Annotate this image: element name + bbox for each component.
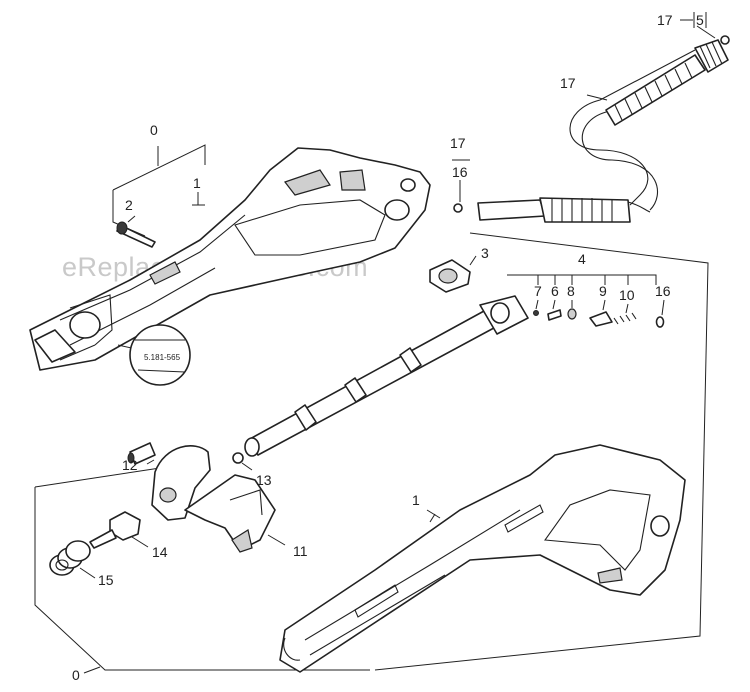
pin-12 xyxy=(127,442,156,465)
lance-tube xyxy=(244,295,529,457)
valve-parts xyxy=(533,308,665,328)
leader-lines xyxy=(79,19,716,579)
assembly-outline-top xyxy=(112,144,206,237)
callout-17-top: 17 xyxy=(657,12,673,28)
callout-4: 4 xyxy=(578,251,586,267)
callout-17-hose: 17 xyxy=(560,75,576,91)
o-ring-16-upper xyxy=(453,203,463,213)
assembly-outline-bottom xyxy=(34,232,709,671)
inset-detail: 5.181-565 xyxy=(117,324,191,386)
spring-15 xyxy=(49,540,91,576)
callout-10: 10 xyxy=(619,287,635,303)
callout-7: 7 xyxy=(534,283,542,299)
callout-3: 3 xyxy=(481,245,489,261)
nozzle-nut xyxy=(429,259,471,293)
handle-half-left xyxy=(29,147,431,371)
hose xyxy=(569,35,730,211)
valve-stem-14 xyxy=(89,511,141,549)
callout-16-left: 16 xyxy=(452,164,468,180)
handle-half-right xyxy=(279,444,686,673)
callout-0-bottom: 0 xyxy=(72,667,80,683)
callout-16-right: 16 xyxy=(655,283,671,299)
callout-8: 8 xyxy=(567,283,575,299)
callout-2: 2 xyxy=(125,197,133,213)
callout-0-top: 0 xyxy=(150,122,158,138)
callout-labels: 0 1 2 3 4 7 6 8 9 10 16 17 16 17 17 5 12… xyxy=(72,12,704,683)
callout-1-top: 1 xyxy=(193,175,201,191)
callout-17-mid: 17 xyxy=(450,135,466,151)
callout-14: 14 xyxy=(152,544,168,560)
o-ring-13 xyxy=(232,452,244,464)
trigger-lock xyxy=(151,445,276,553)
inset-label: 5.181-565 xyxy=(144,353,181,362)
callout-5: 5 xyxy=(696,12,704,28)
callout-9: 9 xyxy=(599,283,607,299)
hose-end-fitting xyxy=(477,197,651,223)
callout-6: 6 xyxy=(551,283,559,299)
callout-15: 15 xyxy=(98,572,114,588)
screw xyxy=(116,221,156,248)
bracket-marks xyxy=(83,12,707,674)
callout-13: 13 xyxy=(256,472,272,488)
callout-11: 11 xyxy=(293,543,308,559)
callout-12: 12 xyxy=(122,457,138,473)
callout-1-bottom: 1 xyxy=(412,492,420,508)
